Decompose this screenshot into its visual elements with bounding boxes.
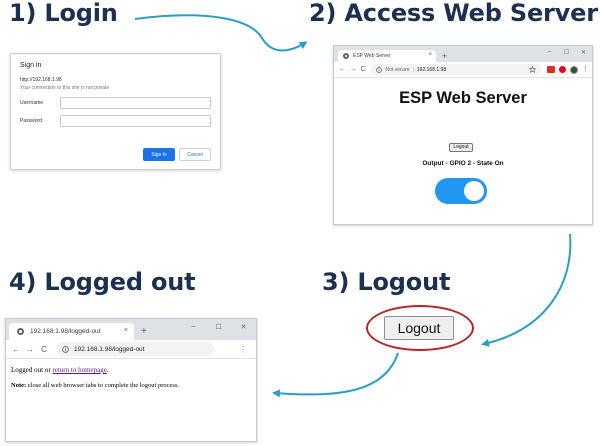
logout-note: Note: close all web browser tabs to comp… — [11, 382, 251, 389]
arrow-access-to-logout — [481, 233, 572, 347]
address-bar[interactable]: Not secure | 192.168.1.98 — [371, 64, 542, 75]
tab-logged-out[interactable]: 192.168.1.98/logged-out × — [9, 323, 134, 340]
address-url: 192.168.1.98 — [416, 66, 447, 73]
username-label: Username — [20, 100, 44, 106]
reload-icon[interactable]: C — [41, 344, 47, 354]
note-text: close all web browser tabs to complete t… — [26, 382, 180, 389]
sign-in-button[interactable]: Sign in — [143, 148, 175, 161]
pinterest-icon[interactable] — [559, 66, 567, 73]
sign-in-notice: Your connection to this site is not priv… — [20, 85, 110, 91]
info-icon — [376, 66, 383, 73]
globe-icon — [343, 53, 349, 59]
step-2-title: 2) Access Web Server — [309, 0, 598, 27]
logout-button[interactable]: Logout — [384, 316, 454, 340]
globe-icon — [17, 328, 24, 335]
logged-out-suffix: . — [106, 366, 109, 374]
profile-icon[interactable] — [570, 65, 579, 74]
reload-icon[interactable]: C — [360, 66, 366, 73]
minimize-icon[interactable]: – — [191, 323, 196, 330]
extension-icons: ⋮ — [547, 65, 590, 74]
sign-in-dialog: Sign in http://192.168.1.98 Your connect… — [10, 53, 221, 170]
tab-bar: ESP Web Server × + – ☐ ✕ — [334, 46, 592, 62]
browser-toolbar: ← → C Not secure | 192.168.1.98 ⋮ — [334, 62, 592, 78]
extension-icon[interactable] — [547, 66, 556, 73]
maximize-icon[interactable]: ☐ — [563, 49, 570, 56]
arrow-login-to-access — [134, 14, 308, 52]
maximize-icon[interactable]: ☐ — [215, 323, 222, 331]
close-tab-icon[interactable]: × — [123, 327, 128, 334]
close-window-icon[interactable]: ✕ — [580, 49, 587, 56]
esp-page: ESP Web Server Logout Output - GPIO 2 - … — [334, 78, 592, 224]
arrow-logout-to-loggedout — [272, 352, 399, 398]
menu-icon[interactable]: ⋮ — [239, 344, 247, 354]
esp-heading: ESP Web Server — [399, 89, 527, 107]
forward-icon[interactable]: → — [26, 344, 34, 354]
browser-toolbar: ← → C 192.168.1.98/logged-out ⋮ — [6, 340, 256, 359]
logout-highlight-ring — [366, 305, 474, 351]
close-tab-icon[interactable]: × — [428, 52, 432, 58]
back-icon[interactable]: ← — [12, 344, 20, 354]
window-controls: – ☐ ✕ — [541, 46, 592, 58]
cancel-button[interactable]: Cancel — [179, 148, 211, 161]
password-field[interactable] — [59, 115, 211, 127]
esp-logout-button[interactable]: Logout — [449, 143, 473, 152]
forward-icon[interactable]: → — [349, 66, 357, 73]
security-label: Not secure — [385, 66, 410, 73]
logged-out-browser-window: 192.168.1.98/logged-out × + – ☐ ✕ ← → C … — [5, 318, 257, 442]
new-tab-icon[interactable]: + — [442, 51, 448, 61]
gpio-toggle-switch[interactable] — [435, 178, 487, 204]
window-controls: – ☐ ✕ — [181, 319, 256, 334]
step-3-title: 3) Logout — [322, 268, 451, 296]
minimize-icon[interactable]: – — [547, 49, 552, 55]
note-label: Note: — [11, 382, 27, 389]
logged-out-message: Logged out or return to homepage. — [11, 366, 251, 374]
step-4-title: 4) Logged out — [9, 268, 196, 296]
step-1-title: 1) Login — [9, 0, 118, 27]
back-icon[interactable]: ← — [338, 66, 346, 73]
address-url: 192.168.1.98/logged-out — [74, 345, 145, 353]
address-separator: | — [412, 66, 414, 73]
info-icon — [62, 345, 69, 353]
close-window-icon[interactable]: ✕ — [240, 323, 247, 331]
new-tab-icon[interactable]: + — [141, 326, 147, 337]
esp-browser-window: ESP Web Server × + – ☐ ✕ ← → C Not secur… — [333, 45, 593, 225]
address-bar[interactable]: 192.168.1.98/logged-out — [56, 342, 214, 356]
return-to-homepage-link[interactable]: return to homepage — [52, 366, 107, 374]
tab-title: 192.168.1.98/logged-out — [30, 328, 101, 335]
logged-out-prefix: Logged out or — [11, 366, 53, 374]
tab-esp-web-server[interactable]: ESP Web Server × — [338, 50, 436, 62]
tab-bar: 192.168.1.98/logged-out × + – ☐ ✕ — [6, 319, 256, 340]
toggle-knob — [464, 181, 484, 201]
gpio-status: Output - GPIO 2 - State On — [422, 160, 504, 167]
tab-title: ESP Web Server — [353, 53, 391, 59]
username-field[interactable] — [59, 97, 211, 109]
star-icon[interactable] — [529, 66, 537, 73]
password-label: Password — [20, 118, 42, 124]
sign-in-title: Sign in — [20, 62, 42, 69]
logged-out-page: Logged out or return to homepage. Note: … — [6, 359, 256, 396]
sign-in-url: http://192.168.1.98 — [20, 77, 62, 83]
menu-icon[interactable]: ⋮ — [582, 66, 590, 73]
